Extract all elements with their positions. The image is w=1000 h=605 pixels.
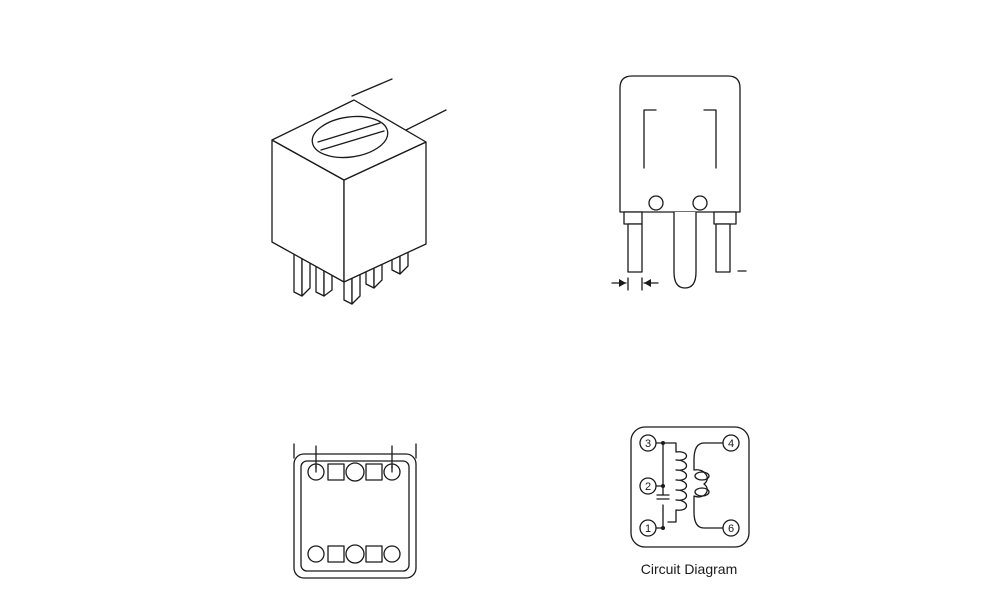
side-view-body [619, 75, 741, 213]
pin-4: 4 [722, 434, 740, 452]
isometric-body [271, 99, 427, 283]
side-pin-left [627, 223, 643, 273]
pin-1: 1 [639, 519, 657, 537]
isometric-view [271, 78, 447, 305]
svg-text:6: 6 [728, 523, 734, 535]
svg-text:1: 1 [645, 523, 651, 535]
secondary-coil [693, 442, 724, 529]
side-view [611, 75, 747, 291]
dimension-arrows [611, 277, 659, 291]
circuit-diagram: 3 2 1 4 6 [630, 426, 750, 577]
primary-coil [662, 442, 688, 523]
side-hole-left [648, 195, 664, 211]
leader-line-1 [351, 78, 393, 97]
pin-2: 2 [639, 477, 657, 495]
pin-6: 6 [722, 519, 740, 537]
bottom-view [293, 443, 417, 579]
leader-line-2 [405, 109, 447, 131]
pin-3: 3 [639, 434, 657, 452]
svg-text:3: 3 [645, 438, 651, 450]
side-hole-right [692, 195, 708, 211]
svg-text:4: 4 [728, 438, 734, 450]
circuit-caption: Circuit Diagram [641, 561, 737, 577]
side-pin-right [715, 223, 731, 273]
capacitor-symbol [656, 494, 670, 500]
svg-text:2: 2 [645, 481, 651, 493]
side-center-tab [673, 212, 697, 289]
